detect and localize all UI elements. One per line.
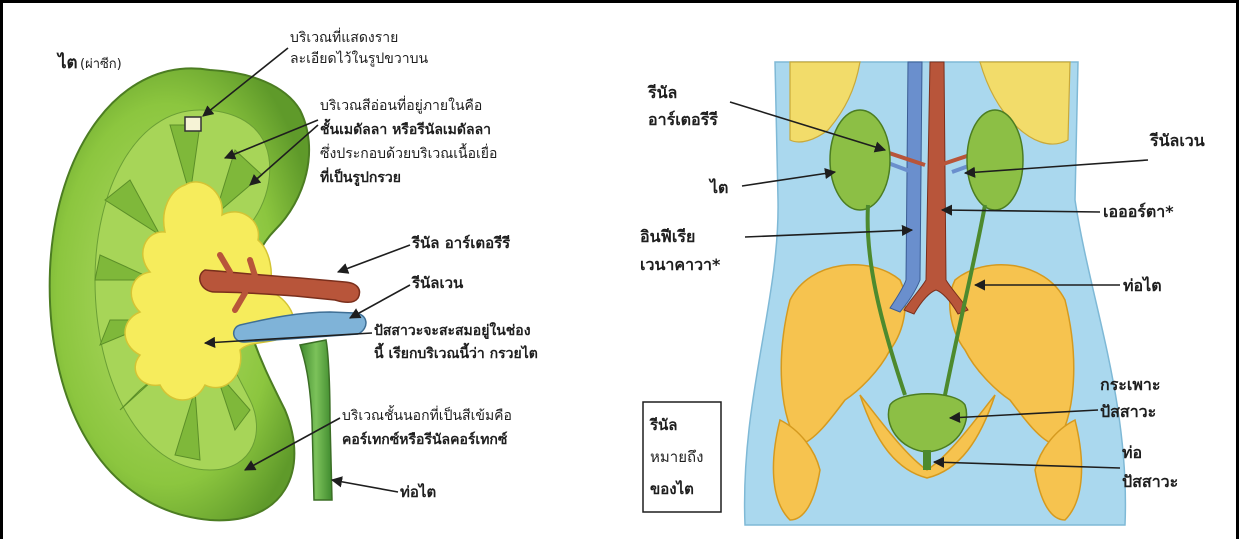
- cortex-label-2: คอร์เทกซ์หรือรีนัลคอร์เทกซ์: [342, 431, 508, 448]
- medulla-label-4: ที่เป็นรูปกรวย: [320, 167, 401, 186]
- note-line-1: รีนัล: [649, 416, 677, 434]
- right-urinary-system: [643, 62, 1148, 525]
- r-ivc-label-2: เวนาคาวา*: [640, 255, 721, 274]
- kidney-title: ไต: [56, 52, 78, 73]
- r-bladder-label-1: กระเพาะ: [1100, 375, 1160, 394]
- kidney-left: [830, 110, 890, 210]
- renal-artery-label: รีนัล อาร์เตอรีรี: [411, 234, 511, 252]
- note-line-3: ของไต: [650, 479, 694, 498]
- r-kidney-label: ไต: [708, 178, 728, 197]
- pelvis-label-2: นี้ เรียกบริเวณนี้ว่า กรวยไต: [374, 342, 538, 362]
- urethra-vessel: [923, 450, 931, 470]
- ureter-tube: [300, 340, 332, 500]
- ureter-label-left: ท่อไต: [400, 482, 436, 501]
- r-urethra-label-2: ปัสสาวะ: [1122, 472, 1178, 491]
- left-kidney: [50, 48, 410, 520]
- medulla-label-3: ซึ่งประกอบด้วยบริเวณเนื้อเยื่อ: [320, 143, 497, 162]
- renal-vein-label: รีนัลเวน: [411, 274, 464, 292]
- detail-region-label-2: ละเอียดไว้ในรูปขวาบน: [290, 50, 428, 67]
- r-ureter-label: ท่อไต: [1123, 276, 1162, 295]
- medulla-label-1: บริเวณสีอ่อนที่อยู่ภายในคือ: [320, 96, 482, 114]
- r-renal-vein-label: รีนัลเวน: [1149, 131, 1205, 150]
- r-renal-artery-label-1: รีนัล: [647, 83, 678, 102]
- r-ivc-label-1: อินฟีเรีย: [640, 227, 696, 246]
- r-bladder-label-2: ปัสสาวะ: [1100, 402, 1156, 421]
- pelvis-label-1: ปัสสาวะจะสะสมอยู่ในช่อง: [374, 321, 531, 339]
- detail-square: [185, 117, 201, 131]
- detail-region-label-1: บริเวณที่แสดงราย: [290, 28, 398, 46]
- r-urethra-label-1: ท่อ: [1122, 443, 1142, 462]
- r-renal-artery-label-2: อาร์เตอรีรี: [648, 110, 718, 129]
- note-line-2: หมายถึง: [650, 448, 703, 466]
- cortex-label-1: บริเวณชั้นนอกที่เป็นสีเข้มคือ: [342, 405, 512, 424]
- kidney-title-sub: (ผ่าซีก): [80, 56, 122, 72]
- kidney-right: [967, 110, 1023, 210]
- medulla-label-2: ชั้นเมดัลลา หรือรีนัลเมดัลลา: [320, 118, 491, 138]
- r-aorta-label: เอออร์ตา*: [1103, 202, 1174, 221]
